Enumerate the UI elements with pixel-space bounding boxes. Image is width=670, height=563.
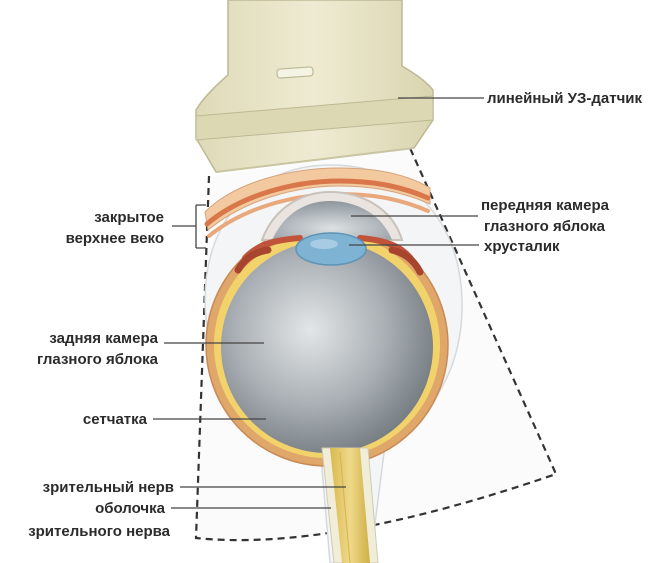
label-retina: сетчатка [83,411,148,428]
label-posterior-1: задняя камера [49,330,158,347]
label-sheath-1: оболочка [95,500,166,517]
label-posterior-2: глазного яблока [37,351,159,368]
posterior-chamber [221,241,433,453]
linear-transducer [196,0,433,172]
label-closed-lid-1: закрытое [94,209,164,226]
label-transducer: линейный УЗ-датчик [487,90,642,107]
label-sheath-2: зрительного нерва [28,523,170,540]
label-anterior-2: глазного яблока [484,218,606,235]
label-closed-lid-2: верхнее веко [66,230,164,247]
lens [296,233,366,265]
label-optic-nerve: зрительный нерв [43,479,174,496]
label-anterior-1: передняя камера [481,197,610,214]
label-lens: хрусталик [484,238,560,255]
